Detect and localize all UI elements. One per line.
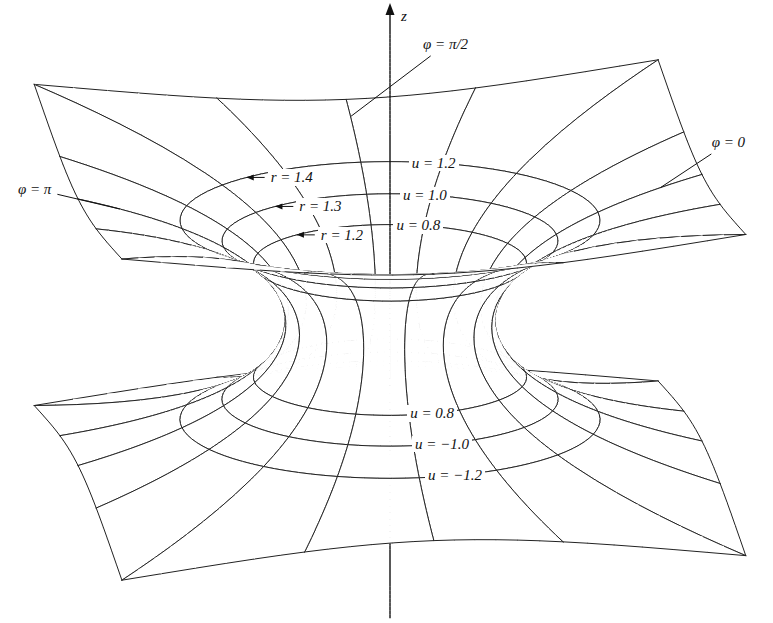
figure-stage: zφ = π/2u = 1.2r = 1.4u = 1.0φ = πr = 1.… xyxy=(0,0,773,623)
